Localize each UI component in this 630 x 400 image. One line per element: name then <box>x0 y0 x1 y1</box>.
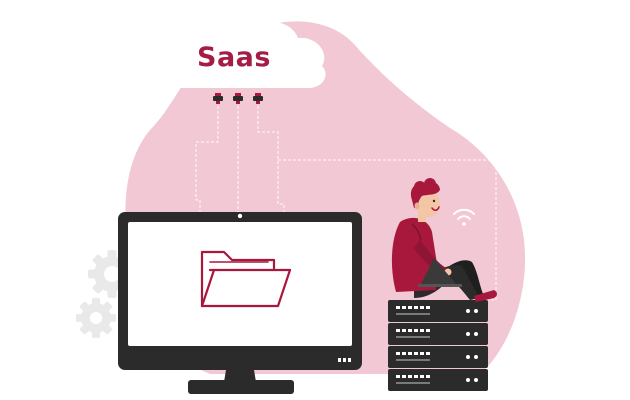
cloud-label: Saas <box>197 42 271 73</box>
monitor-icon <box>118 212 362 394</box>
person-with-laptop-icon <box>391 178 497 302</box>
gear-icon <box>76 250 136 338</box>
server-rack-icon <box>388 300 488 391</box>
wifi-icon <box>453 208 475 226</box>
cloud-connectors <box>213 93 263 104</box>
folder-icon <box>200 250 292 308</box>
cloud-icon: Saas <box>157 19 326 88</box>
connection-lines <box>195 106 497 301</box>
